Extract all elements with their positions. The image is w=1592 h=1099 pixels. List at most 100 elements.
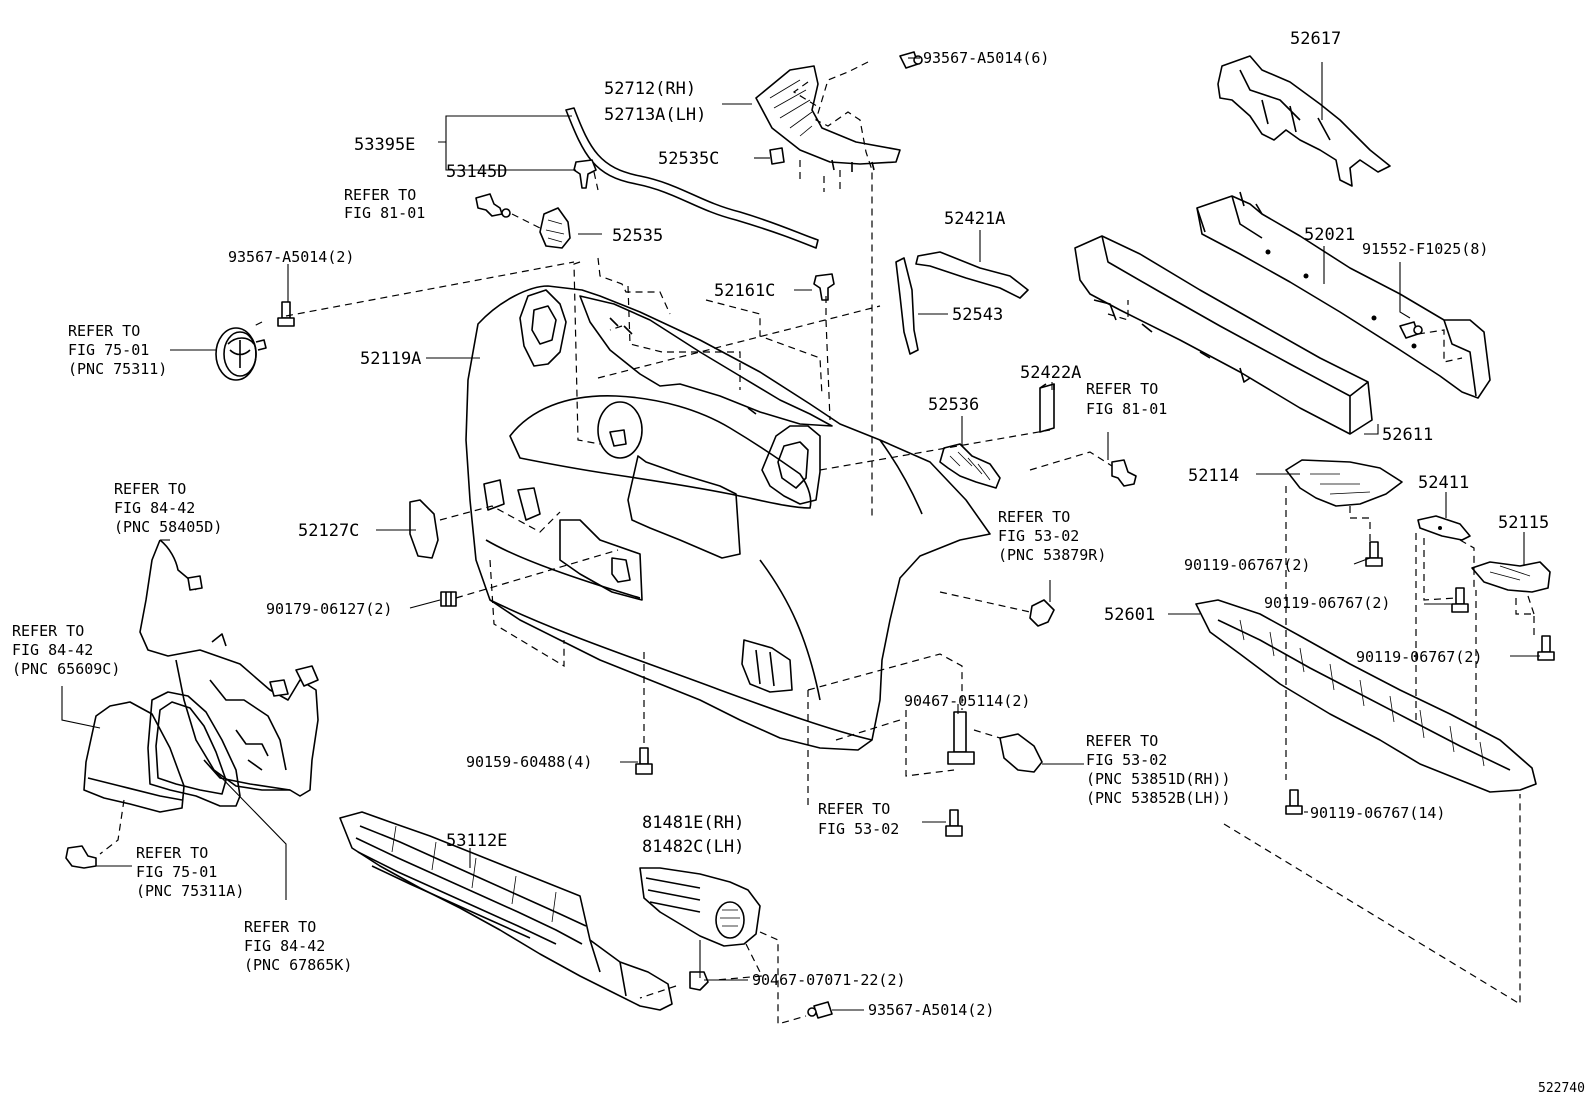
part-bolt-fig53-lower [945, 809, 963, 837]
label-52115: 52115 [1498, 513, 1549, 533]
part-bolt-90119-a [1365, 541, 1383, 567]
label-91552-f1025: 91552-F1025(8) [1362, 240, 1488, 258]
ref-fig84-c-line2: FIG 84-42 [244, 937, 325, 955]
part-bolt-93567-top [899, 51, 923, 69]
label-52611: 52611 [1382, 425, 1433, 445]
ref-fig81-top-line2: FIG 81-01 [344, 204, 425, 222]
part-52536-bracket [939, 443, 1001, 489]
labels: 52617 93567-A5014(6) 52712(RH) 52713A(LH… [12, 29, 1585, 1096]
label-90467-07071-22: 90467-07071-22(2) [752, 971, 906, 989]
part-bolt-90159 [635, 747, 653, 775]
label-53112e: 53112E [446, 831, 507, 851]
part-clip-53879r [1029, 599, 1055, 627]
ref-fig84-a-line1: REFER TO [114, 480, 186, 498]
label-93567-a5014-6: 93567-A5014(6) [923, 49, 1049, 67]
label-52127c: 52127C [298, 521, 359, 541]
ref-fig84-b-line3: (PNC 65609C) [12, 660, 120, 678]
part-52021-reinforcement [1196, 191, 1491, 399]
part-52127c-cap [409, 499, 439, 559]
part-socket-75311a [65, 845, 97, 869]
label-90119-06767-a: 90119-06767(2) [1184, 556, 1310, 574]
label-81481e-rh: 81481E(RH) [642, 813, 744, 833]
part-53395e-moulding [565, 107, 819, 249]
ref-fig53-b-line3: (PNC 53851D(RH)) [1086, 770, 1231, 788]
part-liner-53851d [999, 733, 1043, 773]
ref-fig84-b-line1: REFER TO [12, 622, 84, 640]
leader-lines [61, 57, 1540, 1011]
part-52422a-spacer [1039, 383, 1055, 433]
part-52114-cover [1285, 459, 1403, 507]
ref-fig75-b-line1: REFER TO [136, 844, 208, 862]
label-52535c: 52535C [658, 149, 719, 169]
part-52115-cover [1471, 561, 1551, 593]
part-90179-nut [440, 591, 457, 607]
part-bezel-67865k [147, 691, 241, 807]
diagram-id: 522740 [1538, 1081, 1585, 1096]
part-bolt-90119-14 [1285, 789, 1303, 815]
part-52119a-bumper-cover [465, 285, 991, 751]
label-90119-06767-b: 90119-06767(2) [1264, 594, 1390, 612]
ref-fig75-a-line2: FIG 75-01 [68, 341, 149, 359]
ref-fig53-a-line3: (PNC 53879R) [998, 546, 1106, 564]
label-93567-a5014-2-bottom: 93567-A5014(2) [868, 1001, 994, 1019]
part-fog-lens-65609c [83, 701, 185, 813]
ref-fig84-b-line2: FIG 84-42 [12, 641, 93, 659]
part-clip-90467-07071 [689, 971, 709, 991]
part-81481e-fog-cover [639, 867, 761, 947]
ref-fig53-a-line2: FIG 53-02 [998, 527, 1079, 545]
label-52421a: 52421A [944, 209, 1005, 229]
label-52114: 52114 [1188, 466, 1239, 486]
label-52617: 52617 [1290, 29, 1341, 49]
label-52601: 52601 [1104, 605, 1155, 625]
ref-fig53-a-line1: REFER TO [998, 508, 1070, 526]
label-52422a: 52422A [1020, 363, 1081, 383]
part-wire-harness [139, 539, 319, 797]
label-52543: 52543 [952, 305, 1003, 325]
label-52119a: 52119A [360, 349, 421, 369]
ref-fig75-a-line3: (PNC 75311) [68, 360, 167, 378]
ref-fig81-top-line1: REFER TO [344, 186, 416, 204]
ref-fig84-a-line2: FIG 84-42 [114, 499, 195, 517]
label-52712-rh: 52712(RH) [604, 79, 696, 99]
part-clip-90467-05114 [947, 711, 975, 765]
ref-fig75-b-line3: (PNC 75311A) [136, 882, 244, 900]
ref-fig81-right-line1: REFER TO [1086, 380, 1158, 398]
label-52021: 52021 [1304, 225, 1355, 245]
label-90119-06767-c: 90119-06767(2) [1356, 648, 1482, 666]
label-52161c: 52161C [714, 281, 775, 301]
part-52411-bracket [1417, 515, 1471, 541]
label-52535: 52535 [612, 226, 663, 246]
ref-fig84-a-line3: (PNC 58405D) [114, 518, 222, 536]
part-52601-lower-absorber [1195, 599, 1537, 793]
label-81482c-lh: 81482C(LH) [642, 837, 744, 857]
ref-fig84-c-line3: (PNC 67865K) [244, 956, 352, 974]
part-53112e-lower-grille [339, 811, 673, 1011]
assembly-lines [99, 61, 1535, 1025]
part-52617-bracket [1217, 55, 1391, 187]
ref-fig84-c-line1: REFER TO [244, 918, 316, 936]
label-52536: 52536 [928, 395, 979, 415]
part-52161c-clip [813, 273, 835, 301]
part-bolt-fig81-top [475, 193, 511, 218]
ref-fig53-b-line4: (PNC 53852B(LH)) [1086, 789, 1231, 807]
part-bolt-fig81-right [1111, 459, 1137, 487]
ref-fig53-b-line1: REFER TO [1086, 732, 1158, 750]
part-52543-strip [895, 257, 919, 355]
ref-fig53-b-line2: FIG 53-02 [1086, 751, 1167, 769]
part-52712-grille-corner [755, 65, 901, 172]
part-52535c-clip [769, 147, 785, 165]
part-emblem [215, 327, 267, 381]
ref-fig53-c-line1: REFER TO [818, 800, 890, 818]
part-bolt-90119-b [1451, 587, 1469, 613]
label-90159-60488: 90159-60488(4) [466, 753, 592, 771]
label-52713a-lh: 52713A(LH) [604, 105, 706, 125]
ref-fig81-right-line2: FIG 81-01 [1086, 400, 1167, 418]
ref-fig75-b-line2: FIG 75-01 [136, 863, 217, 881]
part-bolt-93567-left [277, 301, 295, 327]
label-52411: 52411 [1418, 473, 1469, 493]
part-52535-bracket [539, 207, 571, 249]
label-93567-a5014-2-left: 93567-A5014(2) [228, 248, 354, 266]
part-fog-lamp-bracket [175, 659, 290, 791]
part-bolt-90119-c [1537, 635, 1555, 661]
